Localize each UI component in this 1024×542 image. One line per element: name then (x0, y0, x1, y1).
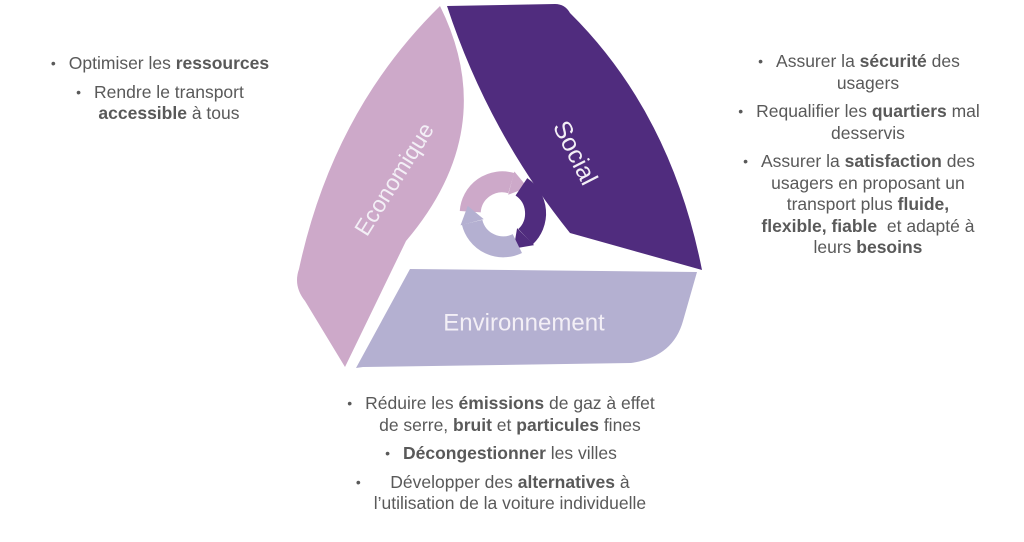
cycle-arrow-arc (459, 171, 515, 214)
bullet-marker: • (347, 395, 353, 411)
cycle-arrow-arc (515, 178, 547, 245)
cycle-arrow-head (513, 228, 535, 249)
economic-goals-panel: • Optimiser les ressources • Rendre le t… (6, 53, 314, 132)
triangle-svg: Economique Social Environnement (297, 4, 702, 368)
sustainability-triangle: Economique Social Environnement (293, 1, 713, 369)
environnement-label: Environnement (443, 310, 605, 337)
bullet-marker: • (50, 55, 56, 71)
bullet-item: • Optimiser les ressources (6, 53, 314, 75)
bullet-item: • Décongestionner les villes (283, 443, 719, 465)
social-band (447, 4, 702, 270)
environnement-band (356, 269, 697, 368)
bullet-marker: • (76, 83, 82, 100)
bullet-text: Optimiser les ressources (68, 53, 270, 73)
economique-band (297, 6, 464, 367)
cycle-arrows-icon (459, 171, 547, 258)
cycle-arrow-environnement (460, 205, 522, 258)
cycle-arrow-head (460, 205, 484, 226)
bullet-text: Décongestionner les villes (402, 443, 617, 463)
bullet-marker: • (743, 153, 748, 169)
cycle-arrow-arc (461, 219, 522, 258)
cycle-arrow-social (513, 178, 547, 249)
bullet-marker: • (738, 103, 744, 119)
bullet-marker: • (385, 445, 390, 461)
bullet-marker: • (355, 473, 361, 490)
bullet-marker: • (758, 53, 764, 69)
